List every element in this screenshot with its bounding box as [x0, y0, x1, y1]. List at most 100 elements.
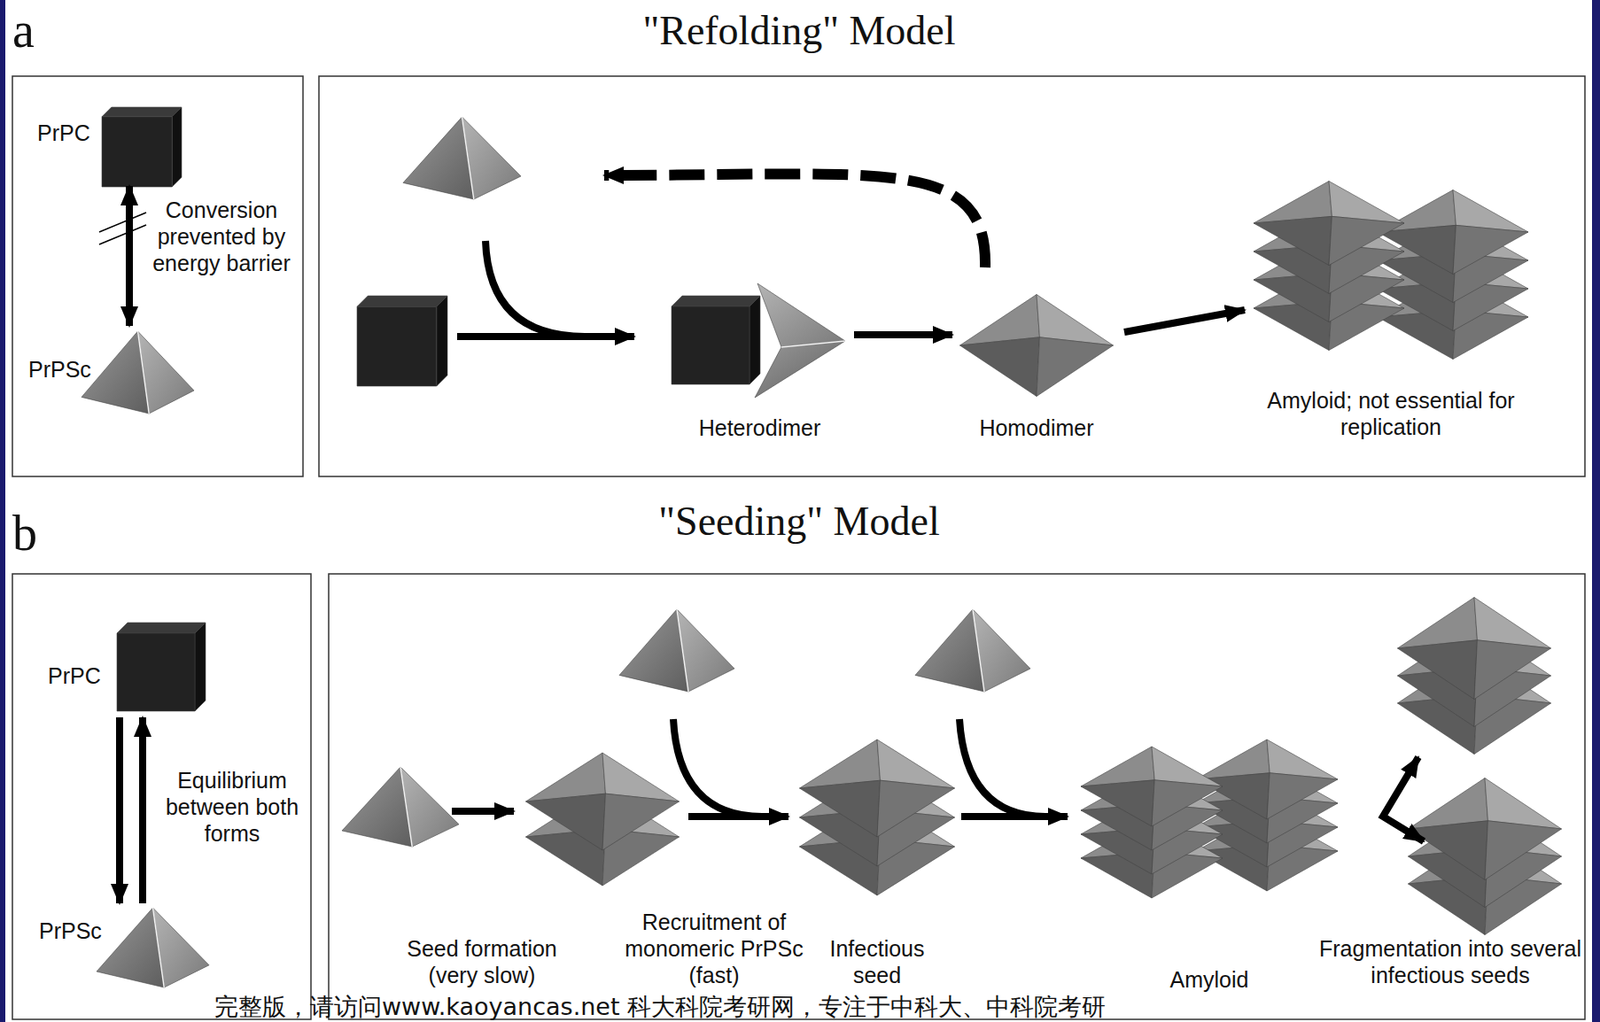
pyramid-edge: [138, 331, 150, 414]
layer-face: [526, 793, 606, 851]
shape-label-box: PrPC: [35, 101, 195, 187]
barrier-hash: [99, 225, 147, 245]
layer-face: [1080, 780, 1155, 827]
node-label: Homodimer: [952, 414, 1121, 442]
layer-face: [800, 739, 881, 789]
node-label: Amyloid: [1067, 966, 1352, 994]
cube-side: [749, 295, 761, 385]
panel-frame: [12, 574, 311, 1020]
shape-label-box: Heterodimer: [668, 281, 855, 446]
layer-face: [602, 753, 680, 802]
shape-label-box: Amyloid; not essential for replication: [1244, 172, 1538, 446]
cube-top: [357, 295, 448, 307]
curved-arrow: [673, 719, 762, 817]
shape-label-box: PrPSc: [26, 326, 200, 420]
panel-title: "Refolding" Model: [489, 7, 1110, 55]
layer-face: [1080, 746, 1155, 787]
pyramid-face: [96, 908, 164, 988]
arrow-connector: [1124, 310, 1245, 333]
frame-strip: [0, 0, 6, 1022]
curved-arrow: [959, 719, 1046, 817]
cube-front: [671, 306, 750, 385]
edge-label: Equilibrium between both forms: [161, 767, 303, 847]
layer-face: [1408, 778, 1489, 831]
pyramid-edge: [400, 767, 412, 847]
arrow: [457, 333, 635, 341]
pyramid-edge: [462, 116, 474, 200]
pyramid-face: [619, 609, 689, 692]
panel-title: "Seeding" Model: [489, 497, 1110, 546]
node-label: Infectious seed: [819, 935, 935, 989]
pyramid-face: [676, 609, 735, 692]
layer-face: [1452, 190, 1529, 234]
layer-face: [1151, 780, 1223, 827]
pyramid-face: [915, 609, 985, 692]
pyramid-face: [754, 341, 846, 398]
layer-face: [1328, 181, 1405, 225]
pyramid-face: [138, 331, 195, 414]
layer-face: [1474, 598, 1552, 650]
layer-face: [1036, 295, 1114, 347]
panel-frame: [12, 76, 303, 477]
node-label: PrPSc: [38, 917, 110, 945]
step-label: Seed formation (very slow): [388, 935, 575, 989]
node-label: PrPC: [37, 119, 109, 147]
node-label: PrPSc: [28, 356, 100, 383]
panel-frame: [328, 574, 1585, 1020]
shape-label-box: Homodimer: [952, 287, 1125, 446]
layer-face: [526, 753, 606, 802]
cube-top: [671, 295, 761, 307]
arrow: [688, 813, 789, 821]
layer-face: [1484, 778, 1562, 831]
cube-front: [101, 116, 172, 187]
layer-face: [877, 780, 956, 838]
curved-arrow: [485, 240, 585, 337]
layer-face: [1266, 739, 1338, 780]
fork-arrow: [1382, 757, 1424, 842]
layer-face: [1151, 746, 1223, 787]
panel-letter: a: [12, 1, 66, 59]
cube-side: [436, 295, 448, 387]
layer-face: [1036, 337, 1114, 397]
arrow: [451, 807, 514, 816]
layer-face: [960, 295, 1041, 347]
arrow-connector: [961, 813, 1068, 821]
edge-label: Conversion prevented by energy barrier: [148, 196, 295, 277]
shape-label-box: PrPSc: [35, 903, 213, 993]
layer-face: [1398, 640, 1478, 700]
pyramid-face: [403, 116, 474, 200]
arrow-connector: [125, 186, 133, 327]
pyramid-face: [400, 767, 459, 847]
node-label: Amyloid; not essential for replication: [1258, 387, 1524, 441]
pyramid-face: [341, 767, 412, 847]
shape-label-box: Infectious seed: [792, 735, 962, 993]
pyramid-face: [972, 609, 1031, 692]
layer-face: [1474, 640, 1552, 700]
pyramid-face: [153, 908, 210, 988]
layer-face: [1196, 739, 1270, 780]
step-label: Fragmentation into several infectious se…: [1318, 935, 1583, 989]
layer-face: [1398, 598, 1478, 650]
layer-face: [1266, 773, 1338, 820]
pyramid-edge: [676, 609, 689, 692]
arrow-connector: [854, 331, 953, 339]
shape-label-box: Amyloid: [1067, 739, 1355, 997]
pyramid-edge: [153, 908, 165, 988]
cube-side: [171, 107, 182, 187]
layer-face: [800, 780, 881, 838]
layer-face: [1328, 216, 1405, 265]
pyramid-face: [81, 331, 149, 414]
dashed-arrow: [604, 173, 986, 268]
panel-frame: [318, 76, 1585, 477]
layer-face: [1452, 225, 1529, 274]
arrow-connector: [116, 717, 124, 904]
frame-strip: [1592, 0, 1600, 1022]
step-label: Recruitment of monomeric PrPSc (fast): [621, 908, 808, 989]
cube-front: [357, 306, 437, 387]
shape-label-box: PrPC: [44, 618, 213, 718]
cube-side: [194, 622, 206, 712]
cube-top: [101, 107, 182, 117]
cube-front: [116, 633, 195, 712]
pyramid-face: [757, 283, 846, 348]
layer-face: [960, 337, 1041, 397]
